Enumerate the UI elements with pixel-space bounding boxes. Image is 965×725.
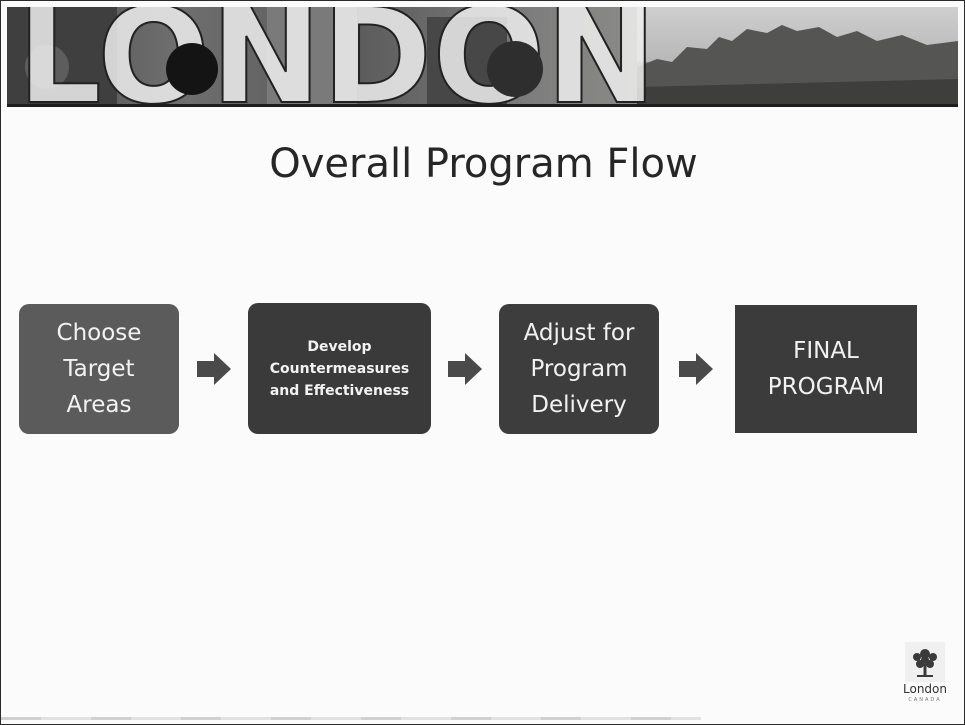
footer-rule	[1, 717, 701, 720]
right-arrow-icon	[197, 353, 231, 385]
flow-step-label: Choose Target Areas	[56, 320, 142, 418]
banner-divider	[7, 104, 958, 107]
london-logo: London CANADA	[896, 642, 954, 712]
banner-word: LONDON	[17, 7, 657, 104]
flow-step-final-program: FINAL PROGRAM	[735, 305, 917, 433]
right-arrow-icon	[448, 353, 482, 385]
flow-step-label: Develop Countermeasures and Effectivenes…	[269, 338, 410, 399]
slide-title: Overall Program Flow	[269, 141, 698, 187]
tree-logo-icon	[905, 642, 945, 682]
logo-subtext: CANADA	[908, 697, 942, 703]
flow-step-label: FINAL PROGRAM	[767, 338, 885, 400]
flow-step-develop-countermeasures: Develop Countermeasures and Effectivenes…	[248, 303, 431, 434]
right-arrow-icon	[679, 353, 713, 385]
flow-step-label: Adjust for Program Delivery	[523, 320, 635, 418]
london-banner: LONDON	[7, 7, 958, 104]
logo-wordmark: London	[903, 682, 947, 696]
flow-step-adjust-program-delivery: Adjust for Program Delivery	[499, 304, 659, 434]
flow-step-choose-target-areas: Choose Target Areas	[19, 304, 179, 434]
